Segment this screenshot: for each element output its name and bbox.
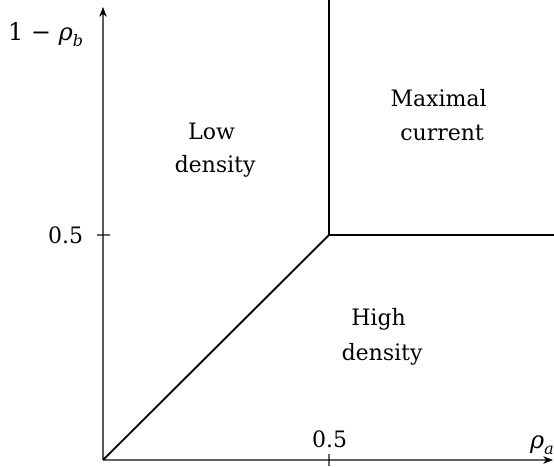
y-axis-label: 1 − ρb	[8, 18, 83, 50]
boundary-diagonal	[102, 234, 330, 461]
region-high-density: High density	[342, 306, 423, 366]
x-axis-label: ρa	[529, 426, 554, 458]
region-low-density: Low density	[175, 120, 256, 178]
y-tick-label: 0.5	[48, 224, 83, 249]
region-maximal-current: Maximal current	[390, 87, 493, 146]
x-tick-label: 0.5	[312, 428, 347, 453]
